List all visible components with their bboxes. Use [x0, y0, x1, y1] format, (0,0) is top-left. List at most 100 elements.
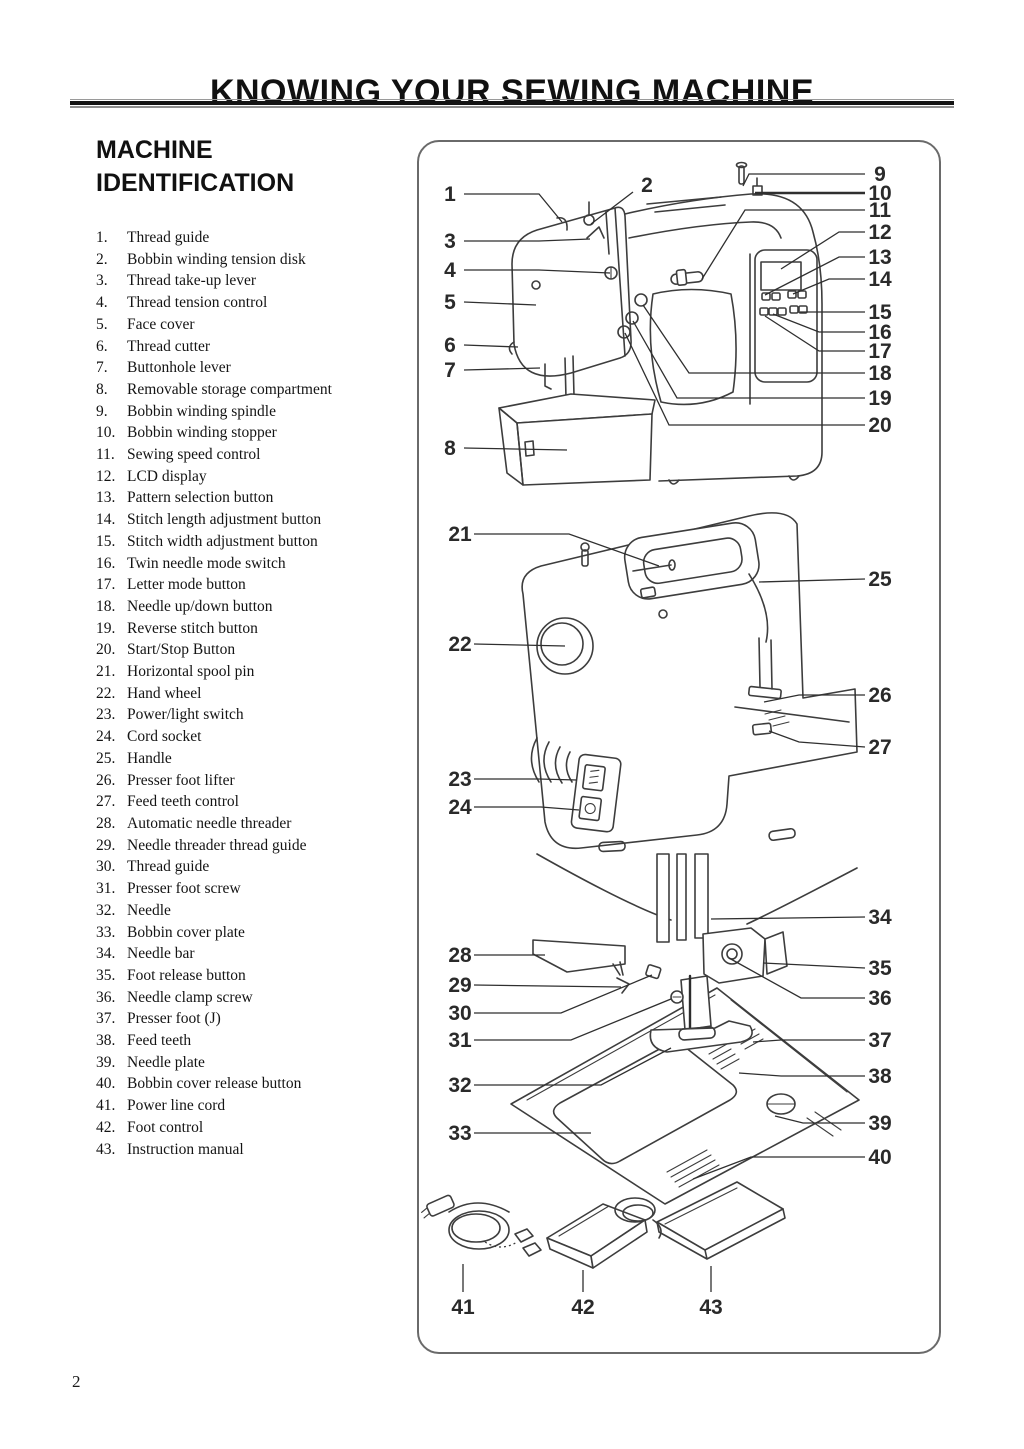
- callout-leader-38: [738, 1072, 865, 1077]
- callout-number-11: 11: [869, 199, 892, 222]
- part-number: 11.: [96, 446, 115, 464]
- part-number: 43.: [96, 1140, 116, 1158]
- part-number: 24.: [96, 728, 116, 746]
- part-label: Hand wheel: [127, 684, 202, 702]
- part-number: 20.: [96, 641, 116, 659]
- part-list-item: 12.LCD display: [96, 466, 418, 488]
- part-number: 22.: [96, 684, 116, 702]
- part-number: 32.: [96, 901, 116, 919]
- part-list-item: 35. Foot release button: [96, 965, 418, 987]
- callout-leader-23: [474, 778, 578, 781]
- part-label: Buttonhole lever: [127, 359, 231, 377]
- part-list-item: 34.Needle bar: [96, 943, 418, 965]
- callout-leader-24: [474, 806, 580, 811]
- part-number: 29.: [96, 836, 116, 854]
- callout-number-17: 17: [868, 340, 891, 363]
- part-number: 28.: [96, 814, 116, 832]
- section-heading-line1: MACHINE: [96, 136, 213, 164]
- callout-leader-26: [763, 694, 865, 703]
- callout-leader-39: [774, 1115, 865, 1124]
- part-label: Stitch length adjustment button: [127, 511, 322, 529]
- callout-leader-14: [792, 278, 865, 295]
- callout-number-31: 31: [448, 1029, 472, 1052]
- callout-number-16: 16: [868, 321, 891, 344]
- callout-leader-7: [463, 367, 541, 371]
- part-number: 13.: [96, 489, 116, 507]
- callout-number-4: 4: [444, 259, 456, 282]
- part-number: 38.: [96, 1032, 116, 1050]
- part-label: Removable storage compartment: [127, 380, 332, 398]
- part-list-item: 3.Thread take-up lever: [96, 270, 418, 292]
- part-list-item: 9.Bobbin winding spindle: [96, 401, 418, 423]
- part-number: 18.: [96, 597, 116, 615]
- callout-number-32: 32: [448, 1074, 471, 1097]
- part-label: Cord socket: [127, 728, 202, 746]
- part-list-item: 5.Face cover: [96, 314, 418, 336]
- part-list-item: 17.Letter mode button: [96, 574, 418, 596]
- part-number: 21.: [96, 663, 116, 681]
- callout-leader-20: [624, 332, 865, 426]
- part-label: Thread guide: [127, 858, 210, 876]
- part-label: LCD display: [127, 467, 207, 485]
- callout-leader-34: [710, 916, 866, 920]
- part-list-item: 31.Presser foot screw: [96, 878, 418, 900]
- part-number: 36.: [96, 988, 116, 1006]
- callout-number-3: 3: [444, 230, 456, 253]
- callout-leader-27: [768, 730, 866, 748]
- part-number: 42.: [96, 1118, 116, 1136]
- part-number: 17.: [96, 576, 116, 594]
- part-label: Foot control: [127, 1118, 204, 1136]
- part-list-item: 30.Thread guide: [96, 856, 418, 878]
- rear-view-drawing: [521, 512, 858, 853]
- callout-leader-35: [762, 962, 866, 969]
- part-list-item: 43. Instruction manual: [96, 1139, 418, 1161]
- part-label: Thread guide: [127, 229, 210, 246]
- part-label: Twin needle mode switch: [127, 554, 286, 572]
- callout-number-7: 7: [444, 359, 456, 382]
- part-number: 8.: [96, 380, 108, 398]
- callout-number-36: 36: [868, 987, 891, 1010]
- part-list-item: 42. Foot control: [96, 1117, 418, 1139]
- part-label: Stitch width adjustment button: [127, 532, 318, 550]
- callout-number-28: 28: [448, 944, 472, 967]
- part-list-item: 37.Presser foot (J): [96, 1008, 418, 1030]
- callout-number-26: 26: [868, 684, 891, 707]
- part-number: 35.: [96, 966, 116, 984]
- accessories-drawing: [421, 1181, 786, 1269]
- part-label: Foot release button: [127, 966, 246, 984]
- title-rule: [70, 99, 954, 109]
- instruction-manual-drawing: [656, 1181, 786, 1260]
- part-number: 7.: [96, 359, 108, 377]
- part-label: Instruction manual: [127, 1140, 244, 1158]
- callout-leader-4: [464, 269, 611, 274]
- callout-number-25: 25: [868, 568, 892, 591]
- part-list-item: 8. Removable storage compartment: [96, 379, 418, 401]
- part-list-item: 41. Power line cord: [96, 1095, 418, 1117]
- callout-leader-29: [473, 984, 622, 988]
- callout-leader-19: [632, 320, 865, 399]
- part-number: 15.: [96, 532, 116, 550]
- part-label: Sewing speed control: [127, 446, 261, 464]
- part-list-item: 7. Buttonhole lever: [96, 357, 418, 379]
- part-label: Power line cord: [127, 1097, 226, 1115]
- part-number: 10.: [96, 424, 116, 442]
- callout-leader-16: [772, 313, 865, 333]
- part-list-item: 36. Needle clamp screw: [96, 987, 418, 1009]
- callout-leader-11: [701, 209, 865, 280]
- callout-number-5: 5: [444, 291, 456, 314]
- part-number: 27.: [96, 793, 116, 811]
- part-label: Thread take-up lever: [127, 272, 257, 290]
- part-list-item: 2.Bobbin winding tension disk: [96, 249, 418, 271]
- part-label: Pattern selection button: [127, 489, 274, 507]
- part-number: 41.: [96, 1097, 116, 1115]
- callout-leader-32: [474, 1047, 672, 1086]
- callout-number-30: 30: [448, 1002, 471, 1025]
- callout-leader-5: [463, 301, 537, 306]
- part-label: Needle clamp screw: [127, 988, 253, 1006]
- part-label: Face cover: [127, 315, 195, 333]
- callout-leader-31: [474, 998, 672, 1041]
- part-list-item: 32.Needle: [96, 900, 418, 922]
